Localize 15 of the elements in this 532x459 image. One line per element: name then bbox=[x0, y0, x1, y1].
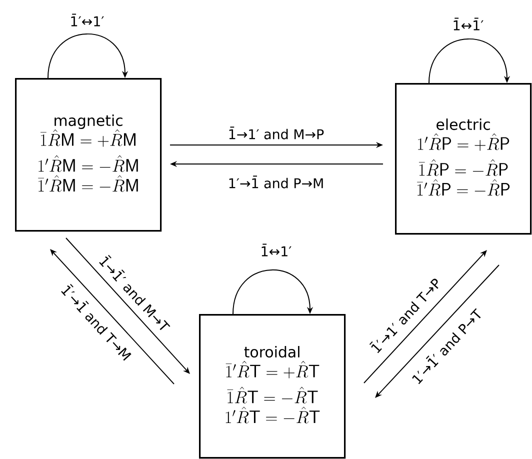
text-box: toroidal $\bar{1}'\hat{R}\mathsf{T}=+\hat{R}\mathsf{T}$ $\bar{1}\hat{R}\mathsf{T}=-\hat{R}\mathsf{T}$ $1'\hat{R}\mathsf{T}=-\hat{R}\mathsf{T}$ bbox=[199, 314, 346, 459]
edge-label: 1′→1̄ and P→M bbox=[229, 176, 323, 188]
edge-label: 1̄↔1̄′ bbox=[454, 18, 484, 30]
edge-label: 1̄↔1′ bbox=[262, 244, 292, 256]
arrow bbox=[50, 249, 174, 384]
loop-arrow bbox=[48, 33, 128, 78]
edge-label: 1̄′↔1′ bbox=[71, 14, 104, 26]
arrow bbox=[375, 264, 500, 398]
loop-arrow bbox=[232, 269, 314, 314]
arrow bbox=[364, 250, 487, 384]
arrow bbox=[66, 238, 190, 374]
edge-label: 1̄→1′ and M→P bbox=[229, 126, 324, 140]
text-box: electric $1'\hat{R}\mathsf{P}=+\hat{R}\mathsf{P}$ $\bar{1}\hat{R}\mathsf{P}=-\hat{R}\mathsf{P}$ $\bar{1}'\hat{R}\mathsf{P}=-\hat{R}\mathsf{P}$ bbox=[395, 83, 532, 235]
text-box: magnetic $\bar{1}\hat{R}\mathsf{M}=+\hat{R}\mathsf{M}$ $1'\hat{R}\mathsf{M}=-\hat{R}\mathsf{M}$ $\bar{1}'\hat{R}\mathsf{M}=-\hat{R}\mathsf{M}$ bbox=[15, 78, 162, 232]
loop-arrow bbox=[428, 38, 510, 84]
